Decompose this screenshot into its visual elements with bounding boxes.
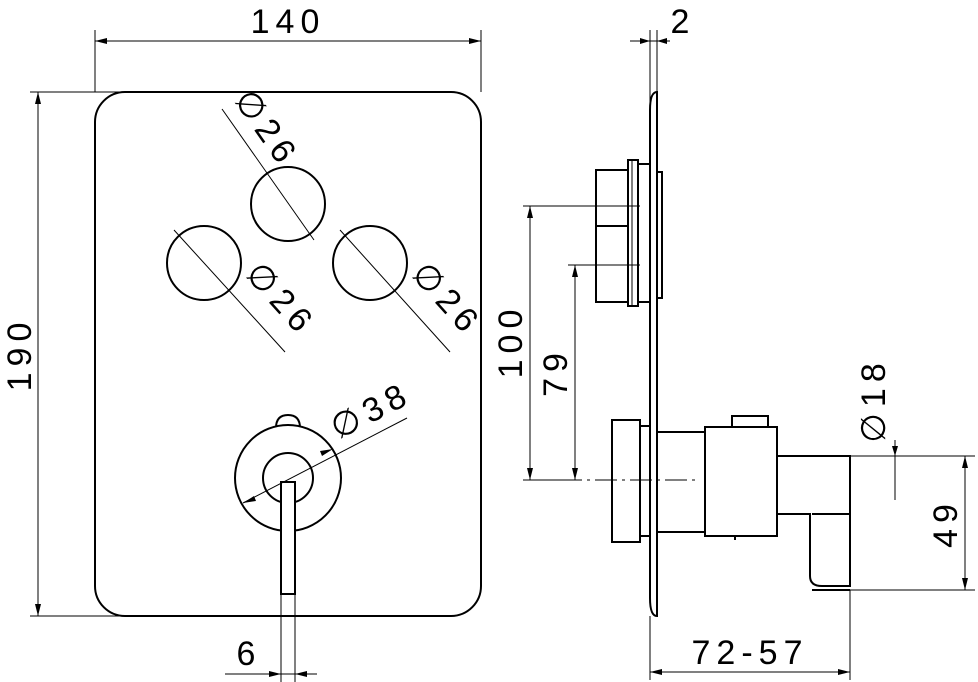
svg-text:∅26: ∅26 bbox=[404, 255, 489, 344]
lever-width-dimension: 6 bbox=[225, 635, 317, 677]
svg-text:∅26: ∅26 bbox=[238, 255, 323, 344]
button-right bbox=[332, 225, 408, 301]
offset-79-dimension: 79 bbox=[537, 264, 640, 480]
side-view: 2 bbox=[492, 3, 975, 680]
button-right-diameter: ∅26 bbox=[404, 255, 489, 344]
button-left bbox=[166, 225, 242, 301]
depth-range-label: 72-57 bbox=[692, 634, 809, 672]
plate-width-label: 140 bbox=[251, 3, 326, 41]
outlet-height-dimension: 49 bbox=[850, 455, 975, 591]
lever-width-label: 6 bbox=[237, 635, 262, 673]
plate-side bbox=[649, 90, 658, 618]
svg-text:∅26: ∅26 bbox=[226, 83, 306, 175]
plate-thickness-label: 2 bbox=[671, 3, 696, 41]
plate-thickness-dimension: 2 bbox=[630, 3, 696, 110]
offset-79-label: 79 bbox=[537, 347, 575, 397]
cover-plate bbox=[94, 91, 482, 617]
valve-body bbox=[611, 415, 851, 591]
width-dimension: 140 bbox=[94, 3, 482, 92]
button-top bbox=[250, 166, 326, 242]
outlet-diameter-dimension: ∅18 bbox=[850, 357, 905, 500]
mixer-handle bbox=[234, 413, 408, 682]
offset-100-label: 100 bbox=[492, 304, 530, 379]
front-view: 140 190 ∅26 ∅26 ∅26 bbox=[1, 3, 489, 682]
height-dimension: 190 bbox=[1, 91, 140, 617]
button-housings bbox=[595, 159, 663, 307]
button-left-diameter: ∅26 bbox=[238, 255, 323, 344]
outlet-diameter-label: ∅18 bbox=[855, 357, 893, 442]
depth-range-dimension: 72-57 bbox=[649, 590, 851, 680]
offset-100-dimension: 100 bbox=[492, 205, 640, 481]
outlet-height-label: 49 bbox=[927, 498, 965, 548]
plate-height-label: 190 bbox=[1, 317, 39, 392]
button-top-diameter: ∅26 bbox=[226, 83, 306, 175]
